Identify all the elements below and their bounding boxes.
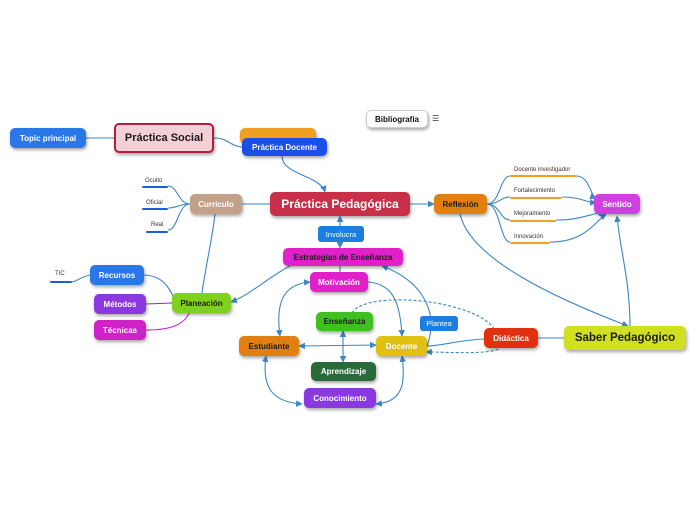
saber-pedagogico-node[interactable]: Saber Pedagógico xyxy=(564,326,686,350)
mejoramiento-underline xyxy=(510,220,556,222)
docente-investigador-underline xyxy=(510,175,576,177)
oculto-label[interactable]: Oculto xyxy=(145,178,163,184)
connector xyxy=(614,215,631,328)
connector xyxy=(167,185,191,205)
recursos-node[interactable]: Recursos xyxy=(90,265,144,285)
mejoramiento-label[interactable]: Mejoramiento xyxy=(514,211,551,217)
connector xyxy=(275,279,311,337)
connector xyxy=(486,175,511,205)
motivacion-node[interactable]: Motivación xyxy=(310,272,368,292)
practica-pedagogica-node[interactable]: Práctica Pedagógica xyxy=(270,192,410,216)
docente-node[interactable]: Docente xyxy=(376,336,427,356)
bibliografia-node[interactable]: Bibliografía xyxy=(366,110,428,128)
practica-docente-node[interactable]: Práctica Docente xyxy=(242,138,327,156)
tic-underline xyxy=(50,281,72,283)
estrategias-node[interactable]: Estrategias de Enseñanza xyxy=(283,248,403,266)
sentido-node[interactable]: Sentido xyxy=(594,194,640,214)
connector xyxy=(167,203,191,231)
estudiante-node[interactable]: Estudiante xyxy=(239,336,299,356)
reflexion-node[interactable]: Reflexión xyxy=(434,194,487,214)
oculto-underline xyxy=(142,186,168,188)
connector xyxy=(201,213,216,294)
dashed-relationship xyxy=(351,299,501,356)
fortalecimiento-underline xyxy=(510,197,562,199)
connector xyxy=(561,196,597,206)
connector xyxy=(213,137,243,148)
connector xyxy=(298,341,377,350)
innovacion-underline xyxy=(510,242,550,244)
practica-social-node[interactable]: Práctica Social xyxy=(114,123,214,153)
connector xyxy=(281,155,327,193)
connector xyxy=(145,302,173,305)
connector xyxy=(459,213,629,327)
involucra-label[interactable]: Involucra xyxy=(318,226,364,242)
connector xyxy=(375,355,407,407)
curriculo-node[interactable]: Currículo xyxy=(190,194,242,214)
oficial-label[interactable]: Oficial xyxy=(146,200,163,206)
docente-investigador-label[interactable]: Docente investigador xyxy=(514,167,571,173)
real-underline xyxy=(146,231,168,233)
oficial-underline xyxy=(142,208,168,210)
metodos-node[interactable]: Métodos xyxy=(94,294,146,314)
connector xyxy=(486,203,511,243)
conocimiento-node[interactable]: Conocimiento xyxy=(304,388,376,408)
connector xyxy=(486,203,511,221)
real-label[interactable]: Real xyxy=(151,222,164,228)
connector xyxy=(426,338,485,347)
innovacion-label[interactable]: Innovación xyxy=(514,234,544,240)
connector xyxy=(230,265,291,304)
connector xyxy=(71,274,91,283)
notes-icon[interactable]: ☰ xyxy=(432,114,440,123)
didactica-node[interactable]: Didáctica xyxy=(484,328,538,348)
connector xyxy=(145,310,191,331)
connector xyxy=(549,213,607,243)
connector xyxy=(261,355,303,407)
tic-label[interactable]: TIC xyxy=(55,271,65,277)
planeacion-node[interactable]: Planeación xyxy=(172,293,231,313)
connector xyxy=(367,281,405,337)
ensenanza-node[interactable]: Enseñanza xyxy=(316,312,373,331)
topic-principal-node[interactable]: Topic principal xyxy=(10,128,86,148)
aprendizaje-node[interactable]: Aprendizaje xyxy=(311,362,376,381)
tecnicas-node[interactable]: Técnicas xyxy=(94,320,146,340)
plantea-label[interactable]: Plantea xyxy=(420,316,458,331)
fortalecimiento-label[interactable]: Fortalecimiento xyxy=(514,188,556,194)
connector xyxy=(575,175,597,200)
connector xyxy=(381,264,432,347)
